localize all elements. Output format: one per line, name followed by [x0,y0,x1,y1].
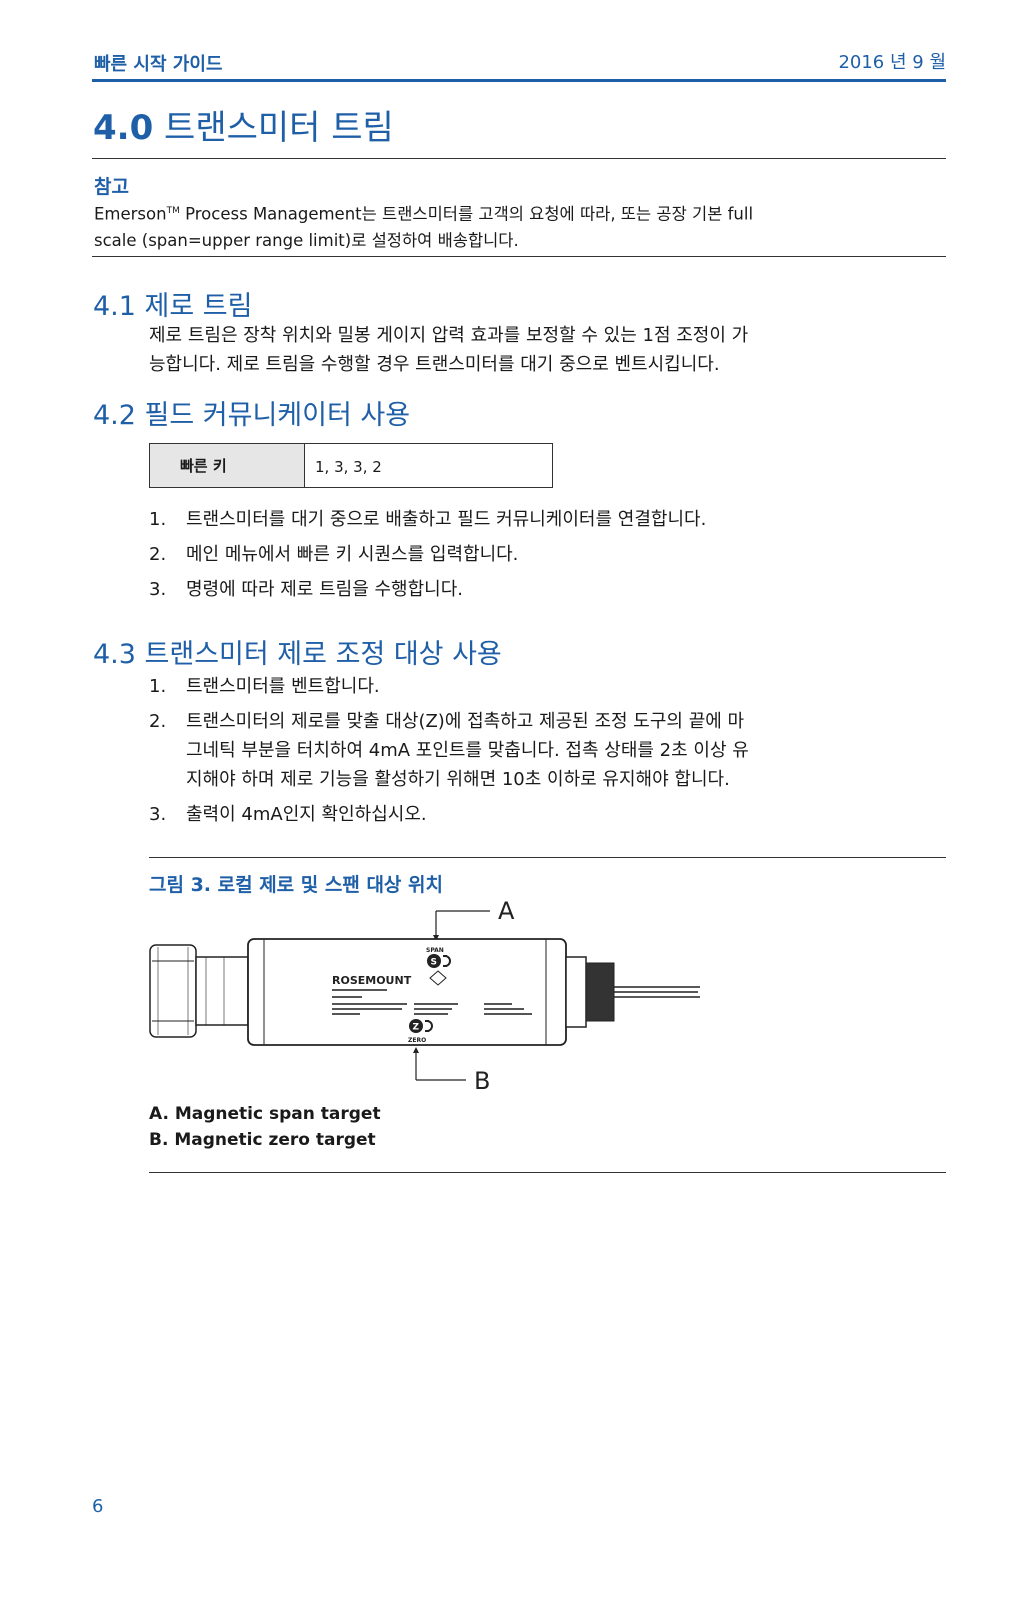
step-text-line: 트랜스미터의 제로를 맞출 대상(Z)에 접촉하고 제공된 조정 도구의 끝에 … [186,711,745,732]
figure-top-rule [149,857,946,858]
span-label: SPAN [426,947,444,954]
s42-steps: 1. 트랜스미터를 대기 중으로 배출하고 필드 커뮤니케이터를 연결합니다. 2… [149,505,949,610]
note-line2: scale (span=upper range limit)로 설정하여 배송합… [94,230,519,250]
transmitter-illustration: A SPAN S ROSEMOUNT Z ZERO [149,897,700,1095]
step-text-line: 그네틱 부분을 터치하여 4mA 포인트를 맞춥니다. 접촉 상태를 2초 이상… [186,740,749,761]
step-number: 2. [149,711,167,732]
legend-b: B. Magnetic zero target [149,1130,376,1150]
list-item: 1. 트랜스미터를 벤트합니다. [149,672,949,701]
list-item: 3. 출력이 4mA인지 확인하십시오. [149,800,949,829]
list-item: 2. 메인 메뉴에서 빠른 키 시퀀스를 입력합니다. [149,540,949,569]
zero-target-letter: Z [413,1023,420,1033]
cable-gland [565,956,587,1028]
header-rule [92,79,946,82]
section-title: 트랜스미터 트림 [164,108,394,148]
figure-bottom-rule [149,1172,946,1173]
approval-mark-icon [429,970,447,986]
fast-key-table: 빠른 키 1, 3, 3, 2 [149,443,553,488]
note-brand: Emerson [94,204,167,224]
zero-target-icon [409,1019,423,1033]
subsection-4-1-body: 제로 트림은 장착 위치와 밀봉 게이지 압력 효과를 보정할 수 있는 1점 … [149,321,949,379]
fast-key-value: 1, 3, 3, 2 [304,443,553,488]
fast-key-label: 빠른 키 [149,443,305,488]
step-number: 3. [149,804,167,825]
step-text-line: 지해야 하며 제로 기능을 활성하기 위해면 10초 이하로 유지해야 합니다. [186,769,730,790]
nameplate-text [332,989,532,1015]
note-text: EmersonTM Process Management는 트랜스미터를 고객의… [94,198,934,254]
section-number: 4.0 [93,108,154,148]
cable-grommet [585,962,615,1022]
brand-logo: ROSEMOUNT [332,974,412,987]
s41-line2: 능합니다. 제로 트림을 수행할 경우 트랜스미터를 대기 중으로 벤트시킵니다… [149,354,720,375]
subsection-4-1-title: 4.1 제로 트림 [93,291,253,322]
s41-line1: 제로 트림은 장착 위치와 밀봉 게이지 압력 효과를 보정할 수 있는 1점 … [149,325,749,346]
publication-date: 2016 년 9 월 [838,52,946,73]
span-target-icon [427,954,441,968]
section-heading: 4.0 트랜스미터 트림 [93,100,394,149]
figure-title: 그림 3. 로컬 제로 및 스팬 대상 위치 [149,874,443,896]
trademark-symbol: TM [166,206,180,216]
step-text: 출력이 4mA인지 확인하십시오. [186,804,427,825]
note-top-rule [92,158,946,159]
legend-a: A. Magnetic span target [149,1104,381,1124]
step-text: 트랜스미터를 벤트합니다. [186,676,380,697]
step-number: 1. [149,676,167,697]
step-text: 트랜스미터를 대기 중으로 배출하고 필드 커뮤니케이터를 연결합니다. [186,509,707,530]
list-item: 1. 트랜스미터를 대기 중으로 배출하고 필드 커뮤니케이터를 연결합니다. [149,505,949,534]
step-text: 메인 메뉴에서 빠른 키 시퀀스를 입력합니다. [186,544,519,565]
subsection-4-2-title: 4.2 필드 커뮤니케이터 사용 [93,400,411,431]
callout-b-label: B [474,1067,490,1095]
list-item: 2. 트랜스미터의 제로를 맞출 대상(Z)에 접촉하고 제공된 조정 도구의 … [149,707,949,794]
subsection-4-3-title: 4.3 트랜스미터 제로 조정 대상 사용 [93,639,502,670]
step-number: 1. [149,509,167,530]
callout-b-arrow [413,1047,419,1053]
callout-a-label: A [498,897,515,925]
hex-fitting [149,944,197,1038]
s43-steps: 1. 트랜스미터를 벤트합니다. 2. 트랜스미터의 제로를 맞출 대상(Z)에 … [149,672,949,835]
list-item: 3. 명령에 따라 제로 트림을 수행합니다. [149,575,949,604]
note-title: 참고 [94,176,129,198]
page-number: 6 [92,1496,104,1517]
step-number: 2. [149,544,167,565]
zero-label: ZERO [408,1037,426,1044]
callout-a-arrow [433,935,439,941]
step-number: 3. [149,579,167,600]
transmitter-body [247,938,567,1046]
fitting-neck [195,956,249,1026]
guide-title: 빠른 시작 가이드 [94,54,223,75]
note-line1: Process Management는 트랜스미터를 고객의 요청에 따라, 또… [179,204,754,224]
step-text: 명령에 따라 제로 트림을 수행합니다. [186,579,464,600]
span-target-letter: S [431,958,437,968]
note-bottom-rule [92,256,946,257]
